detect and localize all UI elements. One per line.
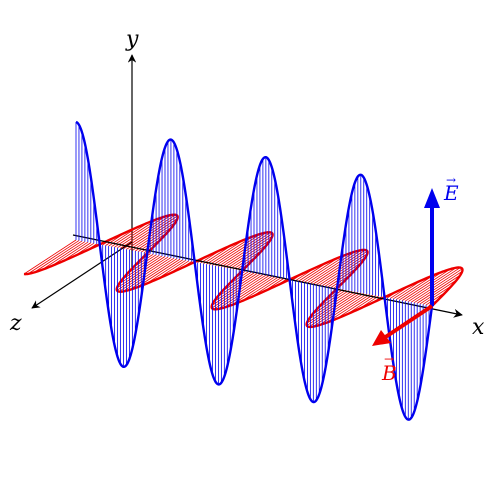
b-field-hatch-line [413,270,463,304]
b-field-wave [23,213,464,329]
b-field-hatch-line [217,275,270,310]
x-axis-label: x [472,315,485,340]
b-field-hatch-line [402,268,451,301]
b-vector-label: B [381,361,397,385]
b-field-hatch-line [399,271,443,301]
b-field-hatch-line [27,240,80,275]
b-field-hatch-line [117,215,166,249]
b-field-hatch-line [316,250,368,285]
b-field-hatch-line [322,257,366,286]
b-field-hatch-line [122,257,175,292]
e-field-hatching [75,122,430,420]
b-field-hatch-line [416,274,461,304]
b-field-hatch-line [213,273,258,303]
b-field-hatch-line [126,215,178,250]
b-field-hatch-line [318,293,367,326]
b-field-hatch-line [212,233,261,266]
b-field-hatch-line [118,255,163,285]
z-axis-label: z [9,311,22,336]
b-field-hatch-line [120,214,172,249]
b-field-hatch-line [422,285,453,305]
e-vector-label: E [443,181,459,205]
b-field-hatch-line [221,233,273,268]
b-field-hatch-line [223,275,273,309]
b-field-hatch-line [227,239,271,269]
b-field-hatch-line [128,258,178,291]
e-field-wave [75,120,434,421]
b-field-hatch-line [307,251,356,284]
b-field-hatch-line [23,239,77,275]
b-field-hatch-line [240,277,278,302]
b-field-hatch-line [217,272,255,298]
b-field-hatch-line [301,257,339,283]
e-vector-arrowhead [424,188,440,208]
b-vector-arrow [382,304,434,340]
b-field-hatch-line [308,290,353,320]
b-vector-arrowhead [372,330,391,346]
b-field-hatch-line [122,255,160,280]
b-field-hatch-line [116,256,169,291]
b-field-hatch-line [33,240,83,273]
b-field-hatch-line [111,222,149,247]
b-field-hatch-line [206,239,244,265]
b-field-hatch-line [230,244,268,269]
x-axis [72,234,463,318]
b-field-hatch-line [324,261,363,287]
b-field-hatch-line [50,241,89,267]
b-field-hatch-line [135,226,173,252]
b-field-hatch-line [408,267,461,302]
e-vector-arrow-accent: → [446,173,456,187]
b-field-hatch-line [132,221,176,251]
y-axis-label: y [125,27,139,52]
b-field-hatch-line [335,294,373,320]
b-field-hatch-line [215,232,267,267]
b-vector-arrow-accent: → [384,352,394,366]
b-field-hatch-line [311,290,350,315]
z-axis [31,241,133,309]
b-field-hatch-line [145,259,184,285]
b-field-hatch-line [396,275,434,300]
b-field-hatch-line [312,293,364,328]
b-field-hatch-line [41,241,86,271]
b-field-hatch-line [411,268,463,303]
b-field-hatch-line [310,249,362,284]
b-field-hatch-line [306,291,359,326]
b-field-hatch-line [419,279,458,305]
b-field-hatch-line [211,274,264,309]
